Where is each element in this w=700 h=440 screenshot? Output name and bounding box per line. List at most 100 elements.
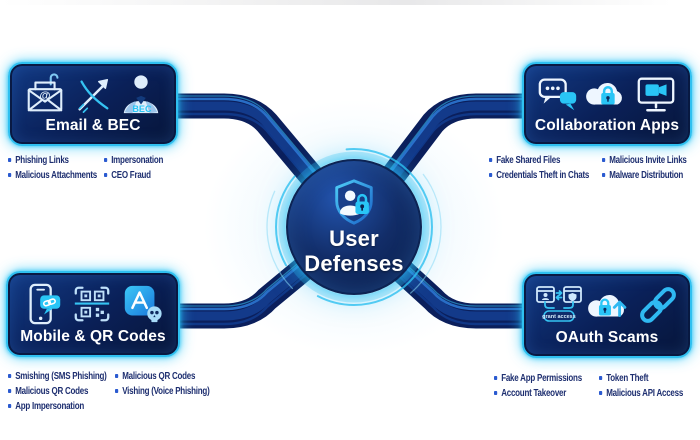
- bullet-dot: [104, 158, 108, 162]
- list-item: Malware Distribution: [602, 168, 687, 183]
- node-email-bec: @ BEC Email & BEC: [8, 62, 178, 146]
- bec-label: BEC: [132, 104, 152, 114]
- list-item: Token Theft: [599, 371, 683, 386]
- spear-phishing-icon: [78, 78, 109, 113]
- list-item: Smishing (SMS Phishing): [8, 369, 107, 384]
- hub-outer-ring: [275, 148, 433, 306]
- beam-bottom-edge: [164, 112, 536, 326]
- user-shield-lock-icon: [335, 179, 373, 225]
- bullet-text: Smishing (SMS Phishing): [15, 371, 107, 382]
- at-symbol-glyph: @: [39, 90, 50, 102]
- mobile-icons-row: [8, 273, 178, 328]
- mobile-bullets-col1: Smishing (SMS Phishing) Malicious QR Cod…: [8, 369, 107, 414]
- bullet-dot: [602, 173, 606, 177]
- bullet-dot: [599, 376, 603, 380]
- bec-person-icon: BEC: [123, 75, 159, 114]
- list-item: Fake Shared Files: [489, 153, 589, 168]
- list-item: Fake App Permissions: [494, 371, 582, 386]
- bullet-text: Malware Distribution: [609, 170, 684, 181]
- oauth-icons-row: grant access: [524, 274, 690, 329]
- bullet-dot: [115, 374, 119, 378]
- bullet-dot: [494, 376, 498, 380]
- video-monitor-icon: [637, 77, 675, 112]
- email-bullets-col2: Impersonation CEO Fraud: [104, 153, 163, 183]
- list-item: Account Takeover: [494, 386, 582, 401]
- bullet-dot: [599, 391, 603, 395]
- collab-icons-row: [524, 64, 690, 117]
- beam-top-highlight: [164, 97, 536, 311]
- list-item: Malicious Attachments: [8, 168, 97, 183]
- bullet-text: Fake App Permissions: [501, 373, 582, 384]
- hub-title-line1: User: [329, 226, 379, 251]
- bullet-text: Malicious QR Codes: [122, 371, 196, 382]
- cloud-lock-upload-icon: [588, 294, 627, 317]
- mobile-qr-title: Mobile & QR Codes: [20, 328, 166, 345]
- bullet-dot: [8, 158, 12, 162]
- oauth-bullets-col1: Fake App Permissions Account Takeover: [494, 371, 582, 401]
- chat-bubbles-icon: [538, 78, 577, 111]
- bullet-text: Vishing (Voice Phishing): [122, 386, 210, 397]
- qr-code-icon: [74, 286, 110, 322]
- bullet-text: Phishing Links: [15, 155, 69, 166]
- bullet-text: Malicious Invite Links: [609, 155, 687, 166]
- beam-streak: [161, 101, 539, 321]
- phishing-envelope-icon: @: [27, 73, 63, 112]
- bullet-dot: [489, 173, 493, 177]
- bullet-dot: [494, 391, 498, 395]
- bullet-dot: [8, 374, 12, 378]
- node-mobile-qr: Mobile & QR Codes: [6, 271, 180, 357]
- collab-bullets-col2: Malicious Invite Links Malware Distribut…: [602, 153, 687, 183]
- bullet-dot: [104, 173, 108, 177]
- collab-bullets-col1: Fake Shared Files Credentials Theft in C…: [489, 153, 589, 183]
- mobile-bullets-col2: Malicious QR Codes Vishing (Voice Phishi…: [115, 369, 210, 399]
- hub-title-line2: Defenses: [304, 251, 404, 276]
- list-item: Malicious QR Codes: [8, 384, 107, 399]
- skull-glyph: [146, 306, 162, 323]
- hub-title: User Defenses: [304, 226, 403, 276]
- top-edge-artifact: [0, 0, 700, 5]
- bullet-text: Account Takeover: [501, 388, 567, 399]
- grant-access-windows-icon: grant access: [536, 286, 582, 322]
- list-item: App Impersonation: [8, 399, 107, 414]
- list-item: Vishing (Voice Phishing): [115, 384, 210, 399]
- user-defenses-hub: User Defenses: [286, 159, 422, 295]
- bullet-dot: [8, 173, 12, 177]
- list-item: Impersonation: [104, 153, 163, 168]
- list-item: CEO Fraud: [104, 168, 163, 183]
- email-bec-title: Email & BEC: [45, 117, 141, 134]
- list-item: Credentials Theft in Chats: [489, 168, 589, 183]
- cloud-lock-icon: [586, 83, 622, 105]
- node-collaboration-apps: Collaboration Apps: [522, 62, 692, 146]
- oauth-scams-title: OAuth Scams: [555, 329, 659, 346]
- bullet-dot: [602, 158, 606, 162]
- phone-link-bubble-icon: [28, 283, 60, 325]
- bullet-text: Malicious QR Codes: [15, 386, 89, 397]
- list-item: Malicious API Access: [599, 386, 683, 401]
- bullet-dot: [8, 389, 12, 393]
- list-item: Malicious Invite Links: [602, 153, 687, 168]
- bullet-dot: [489, 158, 493, 162]
- app-skull-icon: [124, 285, 162, 323]
- bullet-text: Malicious API Access: [606, 388, 684, 399]
- oauth-bullets-col2: Token Theft Malicious API Access: [599, 371, 683, 401]
- chain-link-icon: [640, 287, 676, 323]
- bullet-text: Token Theft: [606, 373, 649, 384]
- bullet-text: CEO Fraud: [111, 170, 151, 181]
- bullet-dot: [8, 404, 12, 408]
- bullet-text: Fake Shared Files: [496, 155, 561, 166]
- email-bullets-col1: Phishing Links Malicious Attachments: [8, 153, 97, 183]
- collaboration-apps-title: Collaboration Apps: [534, 117, 680, 134]
- node-oauth-scams: grant access OAuth Scams: [522, 272, 692, 358]
- email-icons-row: @ BEC: [10, 64, 176, 117]
- bullet-text: App Impersonation: [15, 401, 85, 412]
- bullet-text: Impersonation: [111, 155, 164, 166]
- list-item: Malicious QR Codes: [115, 369, 209, 384]
- bullet-text: Malicious Attachments: [15, 170, 98, 181]
- bullet-dot: [115, 389, 119, 393]
- list-item: Phishing Links: [8, 153, 97, 168]
- bullet-text: Credentials Theft in Chats: [496, 170, 590, 181]
- hub-glow-ring: [278, 151, 430, 303]
- hub-arc-ring: [266, 139, 442, 315]
